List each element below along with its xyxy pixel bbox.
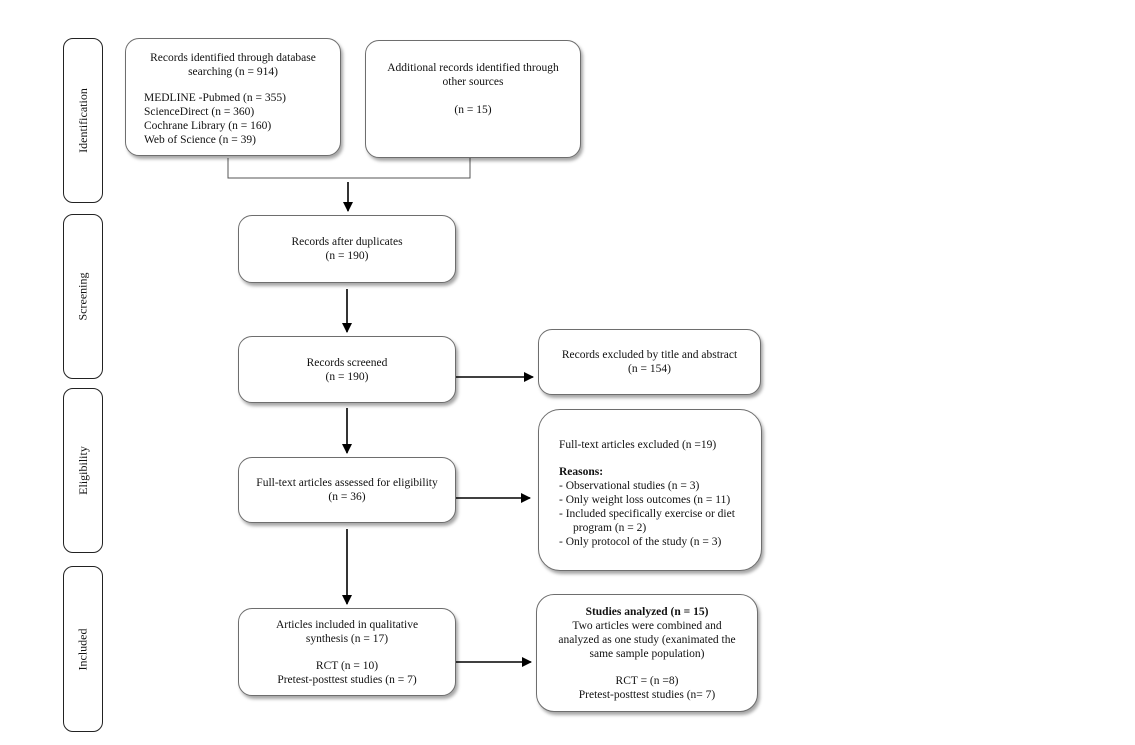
- source-web-of-science: Web of Science (n = 39): [144, 134, 256, 146]
- box-excluded-title-abstract: Records excluded by title and abstract (…: [538, 329, 761, 395]
- screened-count: (n = 190): [325, 370, 369, 383]
- source-medline: MEDLINE -Pubmed (n = 355): [144, 92, 286, 104]
- reasons-heading: Reasons:: [559, 466, 604, 478]
- box-records-screened: Records screened (n = 190): [238, 336, 456, 403]
- analyzed-line1: Two articles were combined and: [572, 619, 722, 632]
- phase-included: Included: [63, 566, 103, 732]
- box-other-sources: Additional records identified through ot…: [365, 40, 581, 158]
- screened-label: Records screened: [306, 356, 388, 369]
- qualitative-pretest: Pretest-posttest studies (n = 7): [277, 673, 417, 686]
- qualitative-line2: synthesis (n = 17): [305, 632, 389, 645]
- box-fulltext-excluded: Full-text articles excluded (n =19) Reas…: [538, 409, 762, 571]
- box-database-search: Records identified through database sear…: [125, 38, 341, 156]
- box-after-duplicates: Records after duplicates (n = 190): [238, 215, 456, 283]
- merge-bracket: [227, 158, 471, 179]
- other-sources-line1: Additional records identified through: [387, 62, 559, 74]
- phase-eligibility: Eligibility: [63, 388, 103, 553]
- fulltext-assessed-count: (n = 36): [328, 491, 366, 503]
- box-studies-analyzed: Studies analyzed (n = 15) Two articles w…: [536, 594, 758, 712]
- analyzed-line3: same sample population): [589, 647, 705, 660]
- db-search-line1: Records identified through database: [150, 52, 316, 64]
- fulltext-excluded-title: Full-text articles excluded (n =19): [559, 439, 717, 451]
- source-cochrane: Cochrane Library (n = 160): [144, 120, 272, 132]
- qualitative-line1: Articles included in qualitative: [275, 618, 419, 631]
- source-sciencedirect: ScienceDirect (n = 360): [144, 106, 255, 118]
- phase-eligibility-label: Eligibility: [75, 446, 90, 495]
- phase-screening: Screening: [63, 214, 103, 379]
- reason-exercise-diet-cont: program (n = 2): [573, 522, 647, 534]
- after-duplicates-label: Records after duplicates: [291, 236, 403, 248]
- reason-exercise-diet: - Included specifically exercise or diet: [559, 508, 735, 520]
- reason-observational: - Observational studies (n = 3): [559, 480, 700, 492]
- reason-protocol: - Only protocol of the study (n = 3): [559, 536, 722, 548]
- analyzed-pretest: Pretest-posttest studies (n= 7): [578, 688, 716, 701]
- analyzed-line2: analyzed as one study (exanimated the: [558, 633, 736, 646]
- phase-included-label: Included: [75, 628, 90, 670]
- analyzed-rct: RCT = (n =8): [615, 674, 679, 687]
- excluded-title-count: (n = 154): [628, 363, 671, 375]
- after-duplicates-count: (n = 190): [325, 250, 369, 262]
- excluded-title-label: Records excluded by title and abstract: [561, 349, 738, 361]
- phase-identification: Identification: [63, 38, 103, 203]
- db-search-line2: searching (n = 914): [188, 66, 278, 78]
- box-qualitative-synthesis: Articles included in qualitative synthes…: [238, 608, 456, 696]
- other-sources-line2: other sources: [442, 76, 504, 88]
- phase-identification-label: Identification: [75, 88, 90, 153]
- phase-screening-label: Screening: [75, 272, 90, 321]
- reason-weight-loss: - Only weight loss outcomes (n = 11): [559, 494, 731, 506]
- other-sources-count: (n = 15): [454, 104, 492, 116]
- box-fulltext-assessed: Full-text articles assessed for eligibil…: [238, 457, 456, 523]
- fulltext-assessed-label: Full-text articles assessed for eligibil…: [256, 477, 438, 489]
- analyzed-title: Studies analyzed (n = 15): [585, 605, 709, 618]
- qualitative-rct: RCT (n = 10): [315, 659, 379, 672]
